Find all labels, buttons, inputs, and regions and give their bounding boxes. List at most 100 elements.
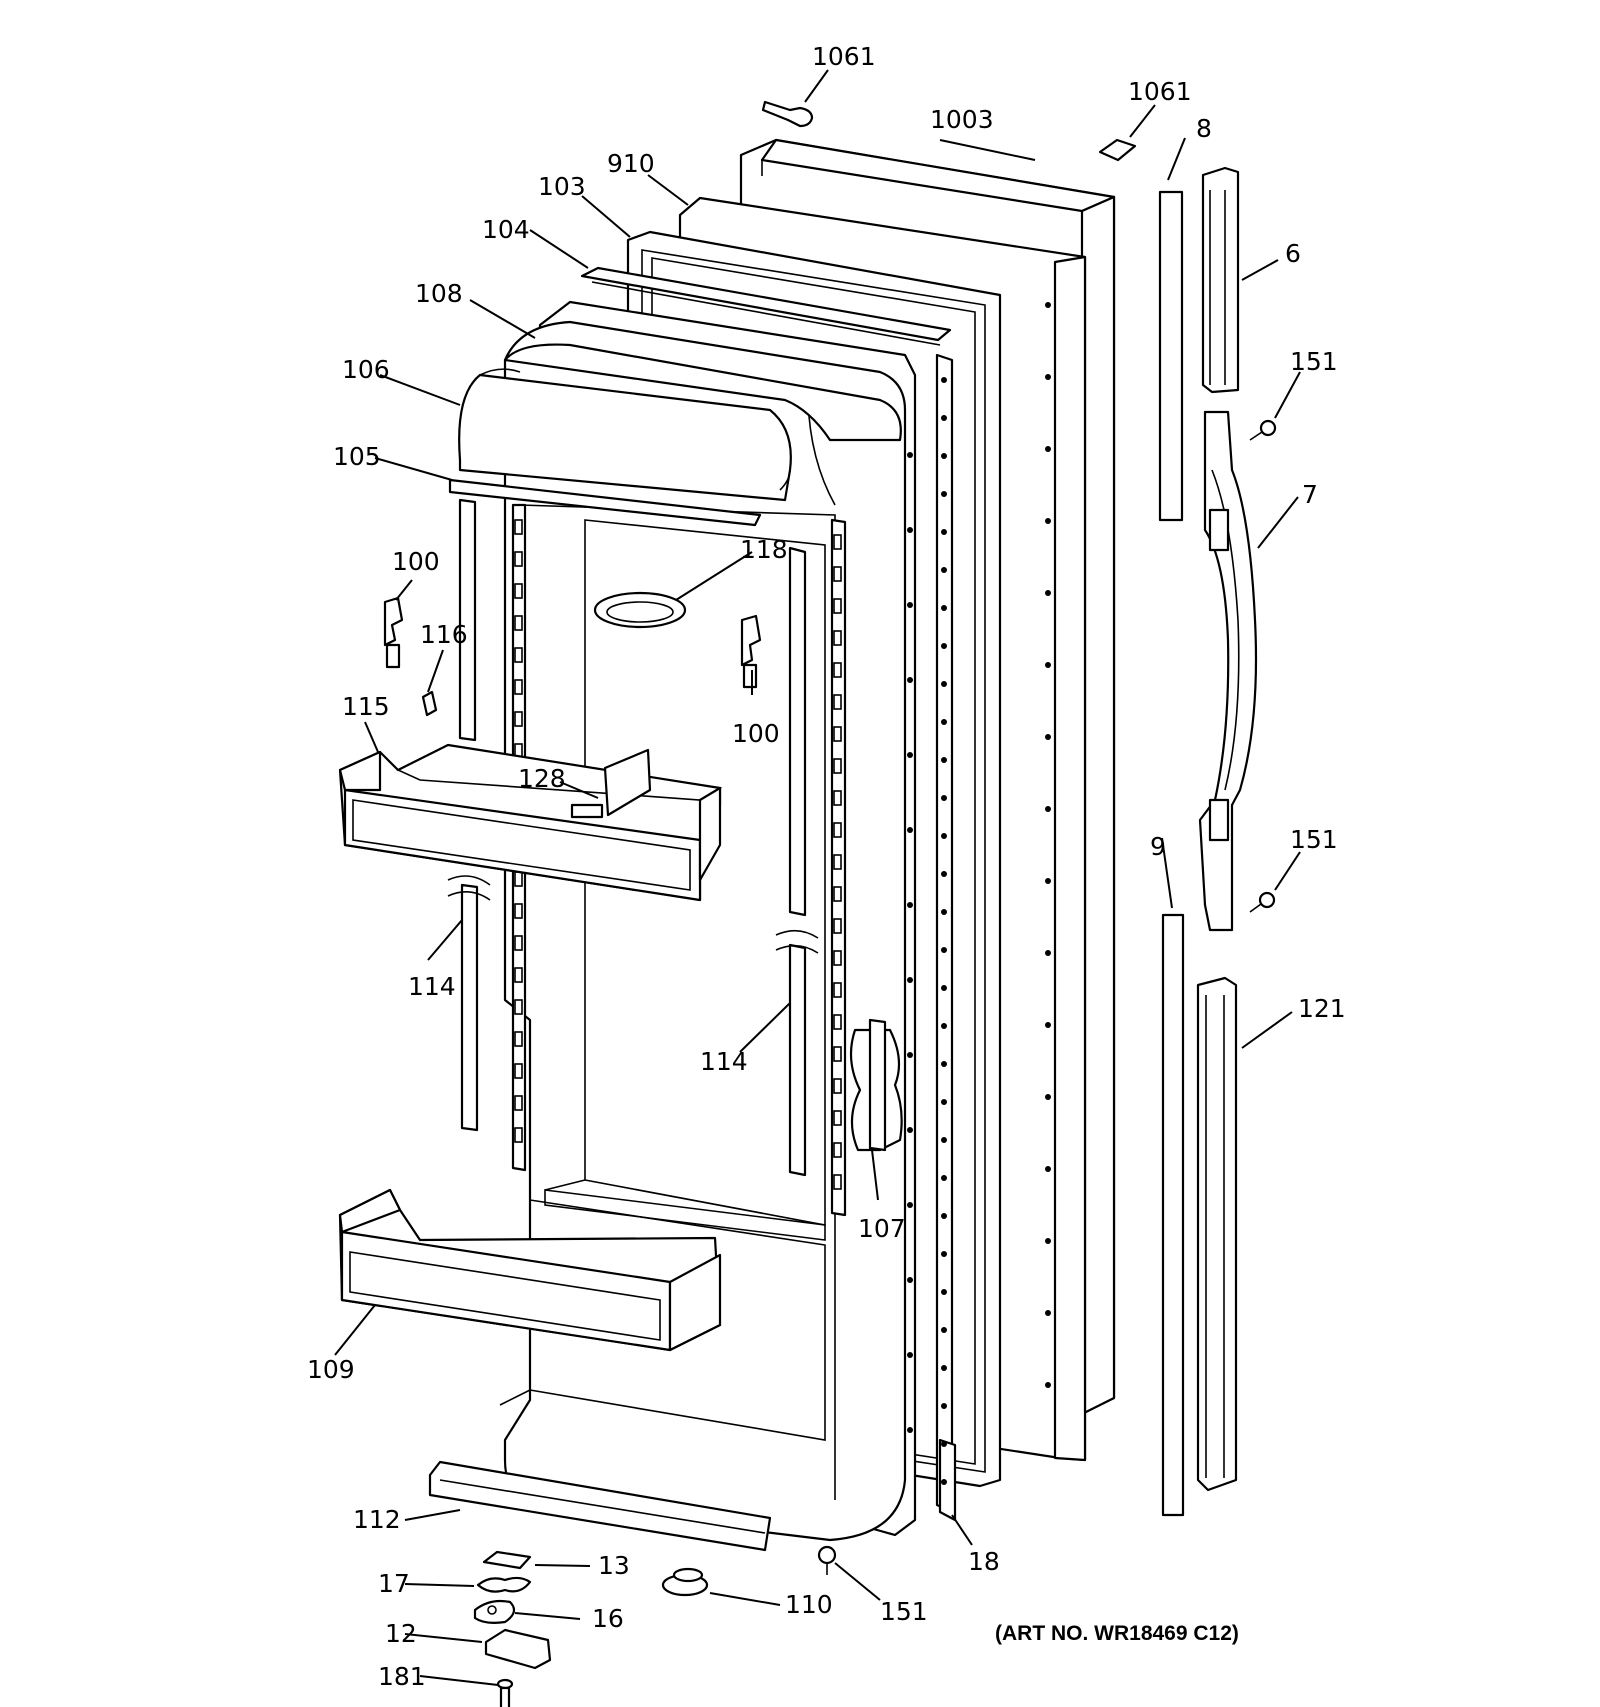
seal-hole bbox=[941, 909, 947, 915]
seal-hole bbox=[941, 1213, 947, 1219]
seal-hole bbox=[941, 833, 947, 839]
mounting-hole bbox=[1045, 1310, 1051, 1316]
label-18: 18 bbox=[968, 1547, 1000, 1576]
seal-hole bbox=[941, 681, 947, 687]
butter-tray-oval bbox=[593, 591, 687, 629]
rail-slot bbox=[833, 566, 842, 582]
mounting-hole bbox=[1045, 446, 1051, 452]
rail-slot bbox=[833, 854, 842, 870]
seal-hole bbox=[941, 1403, 947, 1409]
label-118: 118 bbox=[740, 535, 788, 564]
label-8: 8 bbox=[1196, 114, 1212, 143]
rail-slot bbox=[833, 758, 842, 774]
label-1061-right: 1061 bbox=[1128, 77, 1192, 106]
mounting-hole bbox=[907, 677, 913, 683]
rail-slot bbox=[833, 950, 842, 966]
hinge-bushing bbox=[473, 1599, 516, 1624]
rail-slot bbox=[514, 903, 523, 919]
mounting-hole bbox=[1045, 1238, 1051, 1244]
shelf-clip-left bbox=[383, 596, 404, 669]
label-121: 121 bbox=[1298, 994, 1346, 1023]
label-114-left: 114 bbox=[408, 972, 456, 1001]
label-116: 116 bbox=[420, 620, 468, 649]
label-100-right: 100 bbox=[732, 719, 780, 748]
seal-hole bbox=[941, 985, 947, 991]
door-closer-cam bbox=[849, 1018, 903, 1152]
mounting-hole bbox=[907, 1127, 913, 1133]
mounting-hole bbox=[907, 527, 913, 533]
mounting-hole bbox=[1045, 878, 1051, 884]
seal-hole bbox=[941, 567, 947, 573]
seal-hole bbox=[941, 1365, 947, 1371]
label-17: 17 bbox=[378, 1569, 410, 1598]
liner-right-rail-slots bbox=[830, 518, 847, 1217]
rail-slot bbox=[833, 1174, 842, 1190]
mounting-hole bbox=[907, 752, 913, 758]
mounting-hole bbox=[907, 977, 913, 983]
rail-slot bbox=[514, 967, 523, 983]
rail-slot bbox=[514, 647, 523, 663]
left-shelf-rail bbox=[447, 498, 491, 1132]
door-handle bbox=[1198, 410, 1258, 932]
label-16: 16 bbox=[592, 1604, 624, 1633]
hinge-bracket bbox=[484, 1628, 552, 1670]
lower-door-bin bbox=[338, 1188, 722, 1352]
label-1061-left: 1061 bbox=[812, 42, 876, 71]
mounting-hole bbox=[1045, 1382, 1051, 1388]
hinge-shim-left bbox=[761, 100, 814, 128]
side-seal-strip bbox=[935, 353, 957, 1522]
label-9: 9 bbox=[1150, 832, 1166, 861]
seal-hole bbox=[941, 757, 947, 763]
rail-slot bbox=[833, 1142, 842, 1158]
seal-hole bbox=[941, 947, 947, 953]
seal-hole bbox=[941, 1023, 947, 1029]
mounting-hole bbox=[1045, 1166, 1051, 1172]
rail-slot bbox=[833, 918, 842, 934]
seal-hole bbox=[941, 1061, 947, 1067]
seal-hole bbox=[941, 795, 947, 801]
mounting-hole bbox=[907, 452, 913, 458]
label-107: 107 bbox=[858, 1214, 906, 1243]
label-7: 7 bbox=[1302, 480, 1318, 509]
rail-slot bbox=[833, 790, 842, 806]
seal-hole bbox=[941, 719, 947, 725]
shelf-stop-clip bbox=[421, 690, 438, 717]
label-13: 13 bbox=[598, 1551, 630, 1580]
label-12: 12 bbox=[385, 1619, 417, 1648]
seal-hole bbox=[941, 1479, 947, 1485]
seal-hole bbox=[941, 1099, 947, 1105]
label-151-middle: 151 bbox=[1290, 825, 1338, 854]
mounting-hole bbox=[907, 1202, 913, 1208]
handle-bottom-cap bbox=[1196, 976, 1238, 1492]
mounting-hole bbox=[1045, 950, 1051, 956]
hinge-plate bbox=[482, 1550, 532, 1570]
rail-slot bbox=[833, 1078, 842, 1094]
rail-slot bbox=[833, 630, 842, 646]
rail-slot bbox=[833, 982, 842, 998]
seal-hole bbox=[941, 1441, 947, 1447]
mounting-hole bbox=[1045, 1022, 1051, 1028]
seal-hole bbox=[941, 377, 947, 383]
rail-slot bbox=[514, 1095, 523, 1111]
label-109: 109 bbox=[307, 1355, 355, 1384]
bottom-handle-trim bbox=[1161, 913, 1185, 1517]
shelf-clip-right bbox=[740, 614, 762, 689]
seal-hole bbox=[941, 529, 947, 535]
seal-hole bbox=[941, 453, 947, 459]
label-103: 103 bbox=[538, 172, 586, 201]
rail-slot bbox=[514, 711, 523, 727]
mounting-hole bbox=[1045, 734, 1051, 740]
label-114-right: 114 bbox=[700, 1047, 748, 1076]
label-181: 181 bbox=[378, 1662, 426, 1691]
label-105: 105 bbox=[333, 442, 381, 471]
dairy-compartment bbox=[448, 343, 902, 527]
seal-hole bbox=[941, 1175, 947, 1181]
mounting-hole bbox=[907, 827, 913, 833]
seal-hole bbox=[941, 605, 947, 611]
seal-hole bbox=[941, 1251, 947, 1257]
rail-slot bbox=[833, 1110, 842, 1126]
hinge-spring bbox=[476, 1576, 532, 1593]
label-108: 108 bbox=[415, 279, 463, 308]
rail-slot bbox=[833, 886, 842, 902]
